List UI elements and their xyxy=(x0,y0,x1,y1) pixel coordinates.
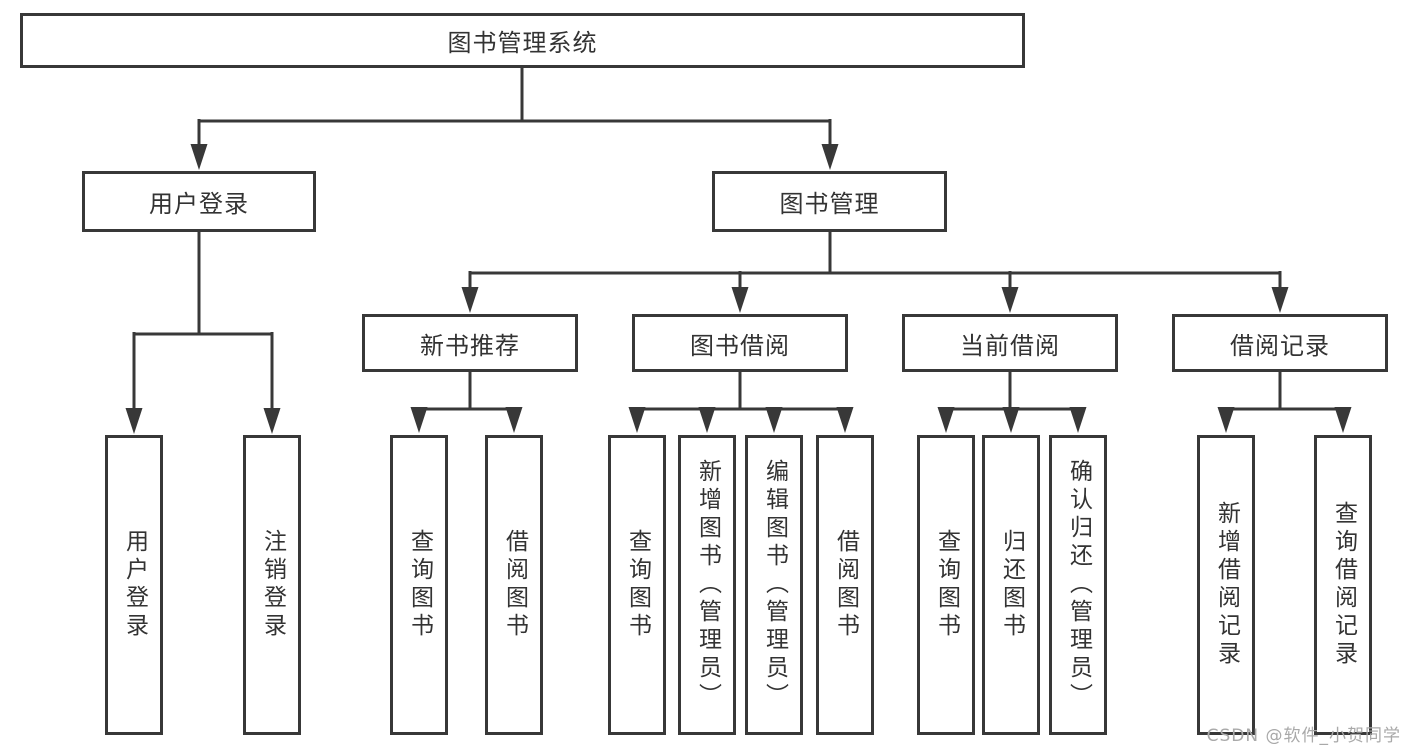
arrowheads xyxy=(125,144,1352,434)
node-borrow-records: 借阅记录 xyxy=(1172,314,1388,372)
connector-new-book-recommend xyxy=(419,372,514,411)
connector-user-login xyxy=(132,232,274,410)
leaf-return-books: 归还图书 xyxy=(982,435,1040,735)
leaf-add-book-admin: 新增图书（管理员） xyxy=(678,435,736,735)
connector-book-management xyxy=(468,232,1282,289)
leaf-user-login: 用户登录 xyxy=(105,435,163,735)
node-book-borrow: 图书借阅 xyxy=(632,314,848,372)
watermark: CSDN @软件_小贺同学 xyxy=(1206,726,1401,746)
node-book-management: 图书管理 xyxy=(712,171,947,232)
leaf-confirm-return-admin: 确认归还（管理员） xyxy=(1049,435,1107,735)
leaf-edit-book-admin: 编辑图书（管理员） xyxy=(745,435,803,735)
leaf-borrow-query-books: 查询图书 xyxy=(608,435,666,735)
leaf-add-borrow-record: 新增借阅记录 xyxy=(1197,435,1255,735)
node-user-login: 用户登录 xyxy=(82,171,316,232)
leaf-recommend-query-books: 查询图书 xyxy=(390,435,448,735)
leaf-borrow-borrow-books: 借阅图书 xyxy=(816,435,874,735)
connector-borrow-records xyxy=(1226,372,1343,411)
leaf-current-query-books: 查询图书 xyxy=(917,435,975,735)
leaf-query-borrow-record: 查询借阅记录 xyxy=(1314,435,1372,735)
leaf-recommend-borrow-books: 借阅图书 xyxy=(485,435,543,735)
node-current-borrow: 当前借阅 xyxy=(902,314,1118,372)
node-new-book-recommend: 新书推荐 xyxy=(362,314,578,372)
connector-current-borrow xyxy=(946,372,1078,411)
node-library-management-system: 图书管理系统 xyxy=(20,13,1025,68)
connector-book-borrow xyxy=(637,372,845,411)
connector-root xyxy=(197,68,832,146)
leaf-logout: 注销登录 xyxy=(243,435,301,735)
